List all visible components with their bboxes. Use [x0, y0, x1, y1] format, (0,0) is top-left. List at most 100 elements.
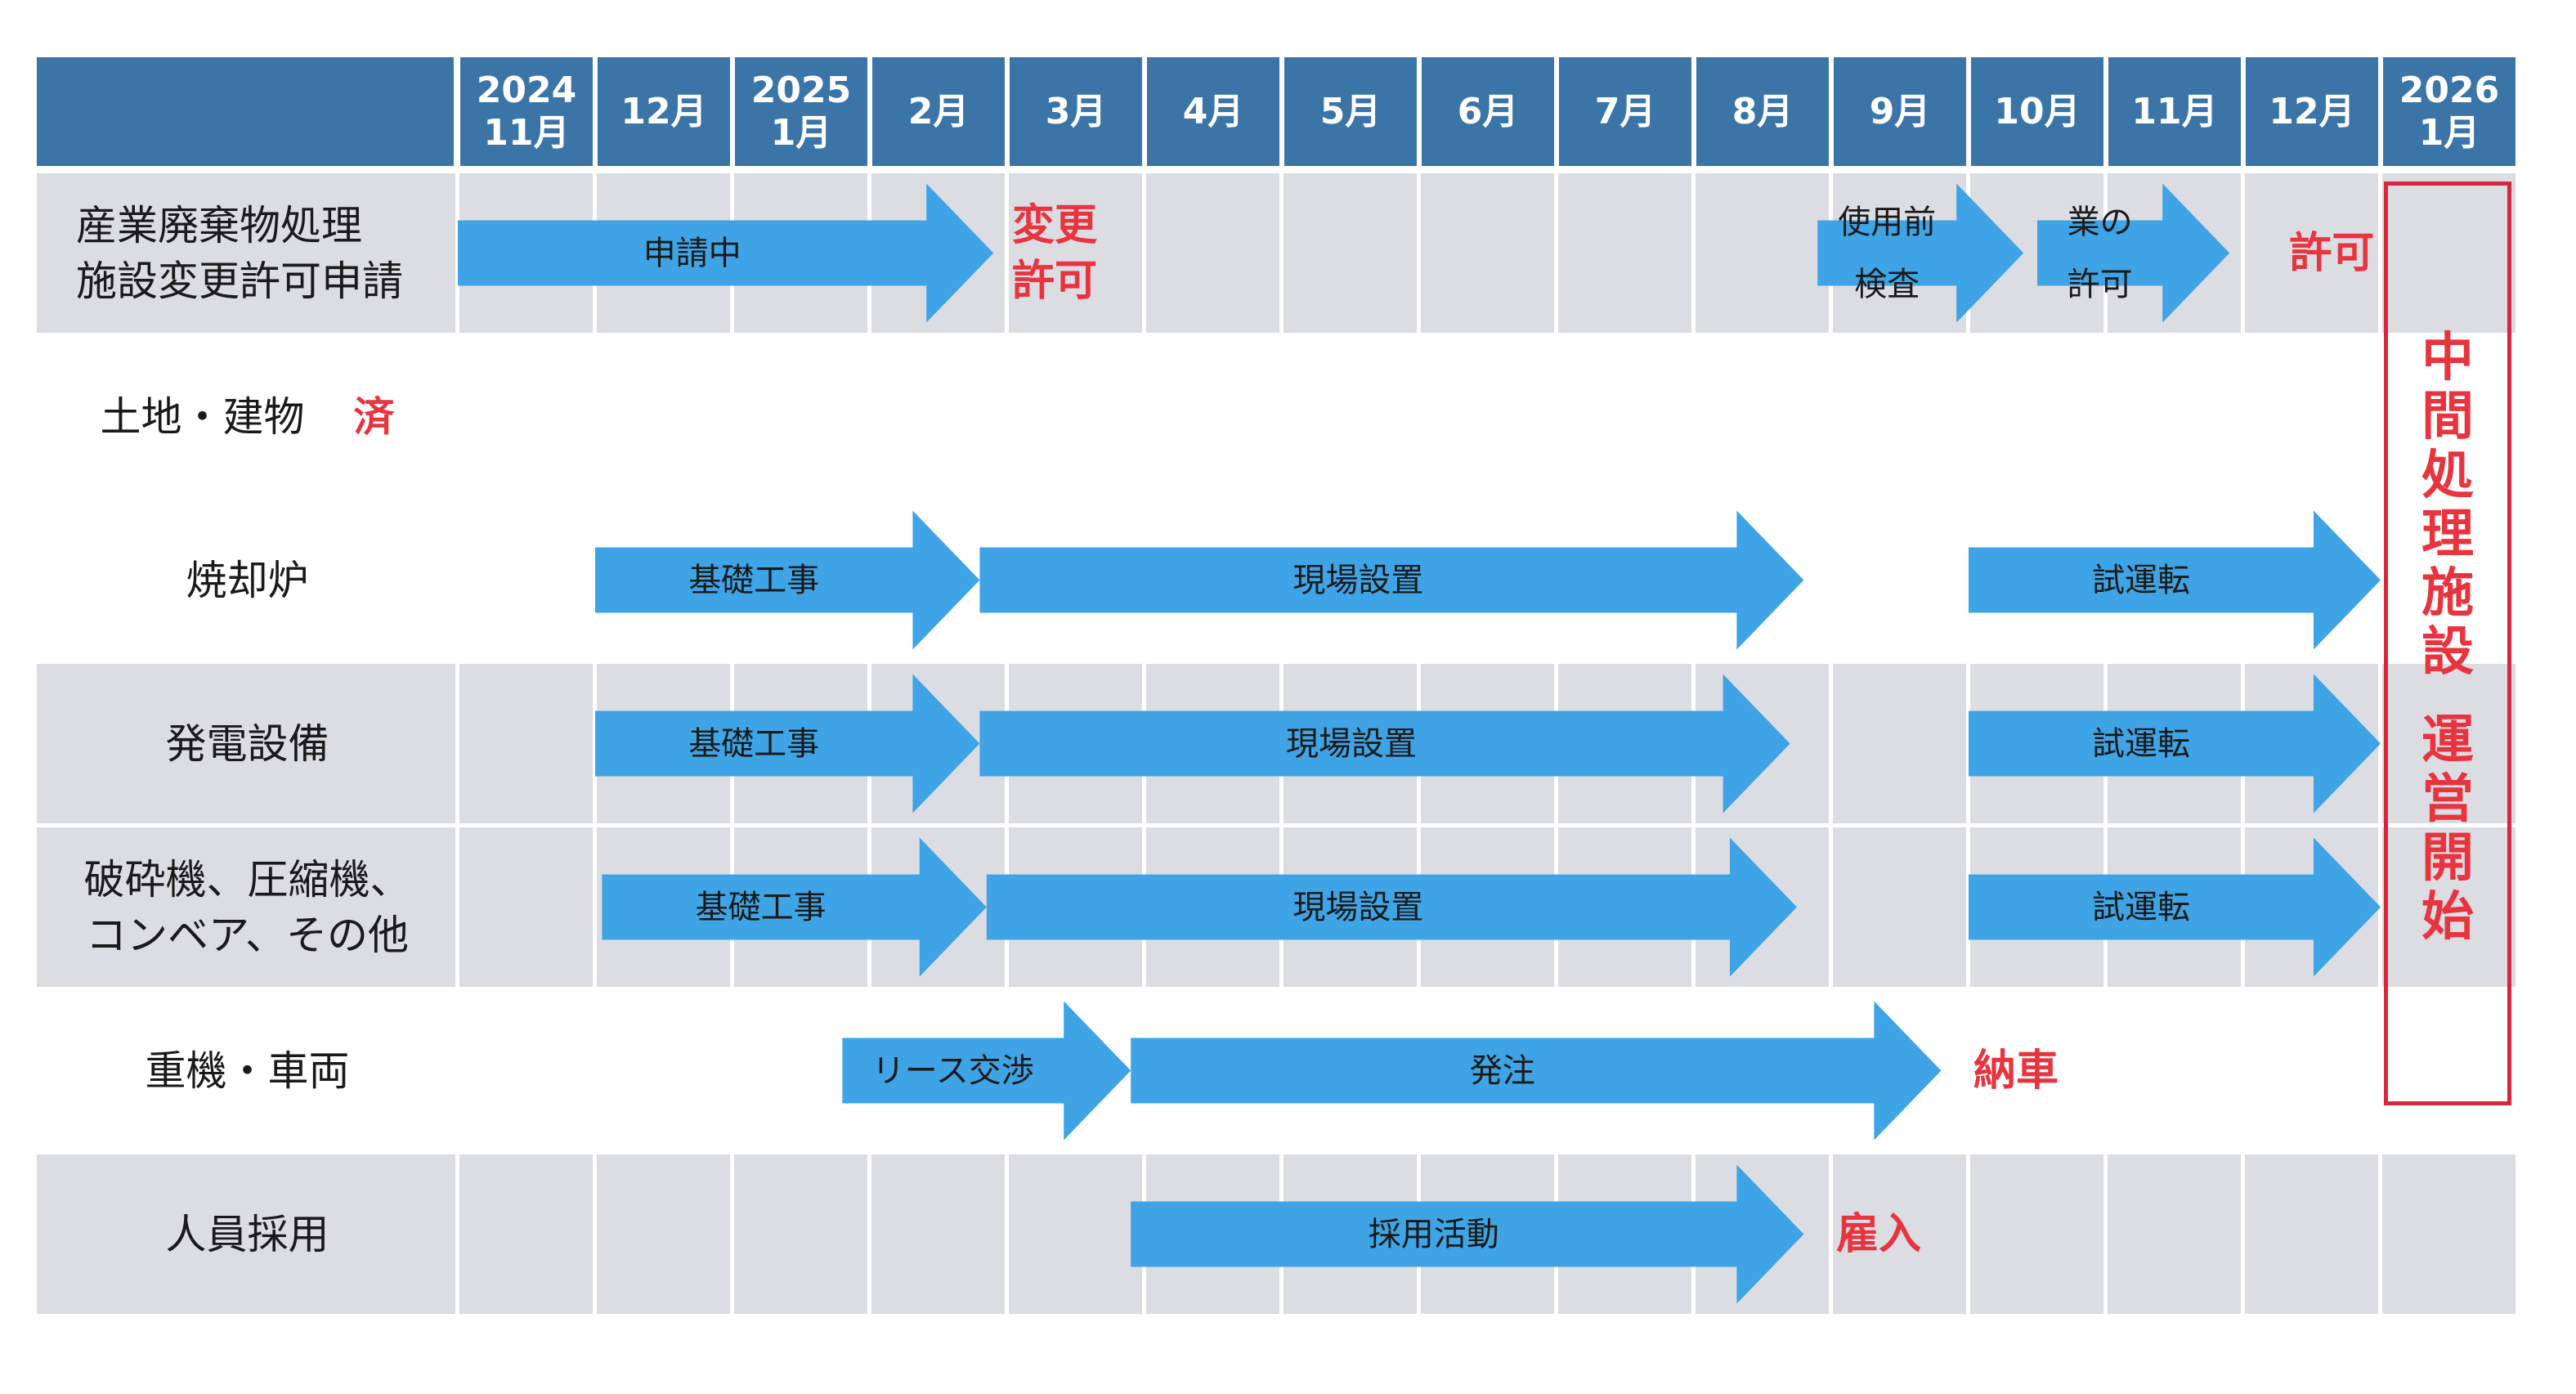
row-label: 土地・建物済 [37, 337, 458, 496]
task-label-line: 検査 [1854, 265, 1920, 303]
month-header-month: 12月 [620, 90, 707, 132]
month-header-cell: 3月 [1010, 57, 1142, 166]
month-header-cell: 11月 [2108, 57, 2241, 166]
operation-start-char: 開 [2421, 828, 2474, 889]
month-header-month: 2月 [907, 90, 970, 132]
operation-start-text: 中間処理施設運営開始 [2415, 329, 2480, 947]
milestone-note: 許可 [2289, 226, 2374, 281]
task-arrow [595, 510, 980, 650]
task-label: 試運転 [1969, 675, 2314, 814]
operation-start-char: 施 [2421, 563, 2474, 624]
month-header-month: 5月 [1319, 90, 1382, 132]
task-label-line: 試運転 [2092, 561, 2190, 599]
task-label-line: 現場設置 [1292, 888, 1424, 926]
grid-line [1005, 173, 1009, 333]
grid-line [867, 1154, 871, 1314]
task-label: 基礎工事 [595, 511, 912, 650]
month-header-year: 2025 [750, 69, 852, 111]
grid-line [1966, 664, 1970, 823]
task-label: 発注 [1131, 1002, 1874, 1141]
grid-line [1829, 664, 1833, 823]
milestone-note-line: 納車 [1973, 1046, 2059, 1096]
task-label-line: 現場設置 [1285, 724, 1417, 763]
task-label: 試運転 [1969, 511, 2314, 650]
task-label-line: 基礎工事 [695, 888, 827, 926]
month-header-cell: 10月 [1971, 57, 2103, 166]
month-header-month: 1月 [2418, 111, 2480, 154]
milestone-note-line: 許可 [1012, 256, 1098, 306]
task-label-line: 申請中 [643, 234, 741, 272]
task-arrow [986, 837, 1797, 977]
task-label: 現場設置 [987, 838, 1730, 977]
grid-line [2516, 173, 2520, 333]
row-label-line: コンベア、その他 [86, 911, 409, 959]
task-label-line: 業の [2067, 203, 2133, 241]
task-arrow [1817, 183, 2024, 323]
task-label: リース交渉 [842, 1002, 1064, 1141]
grid-line [2241, 1154, 2245, 1314]
row-label: 産業廃棄物処理施設変更許可申請 [37, 173, 458, 333]
grid-line [2516, 1154, 2520, 1314]
task-label-line: 使用前 [1838, 203, 1937, 241]
grid-line [2103, 1154, 2108, 1314]
task-arrow [979, 510, 1804, 650]
grid-line [1554, 173, 1558, 333]
grid-line [2241, 173, 2245, 333]
task-label: 申請中 [458, 184, 926, 323]
row-label-line: 土地・建物 [100, 392, 305, 441]
task-arrow [1131, 1164, 1804, 1304]
task-label-line: 採用活動 [1368, 1215, 1499, 1253]
milestone-note-line: 許可 [2289, 228, 2375, 278]
grid-line [593, 664, 597, 823]
grid-line [1005, 1154, 1009, 1314]
grid-line [2516, 827, 2520, 987]
grid-line [1417, 173, 1421, 333]
month-header-cell: 5月 [1284, 57, 1417, 166]
grid-line [730, 1154, 734, 1314]
task-arrow [595, 674, 980, 814]
grid-line [2378, 1154, 2382, 1314]
task-label: 基礎工事 [595, 675, 912, 814]
row-label-line: 施設変更許可申請 [76, 257, 403, 305]
operation-start-char: 設 [2421, 622, 2474, 683]
grid-line [2516, 664, 2520, 823]
header-corner [37, 57, 454, 166]
month-header-month: 8月 [1732, 90, 1794, 132]
grid-line [593, 1154, 597, 1314]
milestone-note: 雇入 [1836, 1207, 1921, 1262]
month-header-month: 7月 [1594, 90, 1656, 132]
task-label: 基礎工事 [602, 838, 919, 977]
month-header-month: 6月 [1457, 90, 1519, 132]
row-label-line: 人員採用 [165, 1210, 329, 1258]
month-header-cell: 4月 [1147, 57, 1279, 166]
row-label-line: 産業廃棄物処理 [76, 201, 362, 249]
task-label-line: 試運転 [2092, 888, 2190, 926]
row-label-line: 焼却炉 [186, 556, 309, 604]
milestone-note: 変更許可 [1012, 198, 1097, 309]
month-header-month: 1月 [770, 111, 832, 154]
month-header-cell: 6月 [1422, 57, 1554, 166]
month-header-month: 9月 [1869, 90, 1931, 132]
task-arrow [1969, 510, 2381, 650]
task-arrow [602, 837, 987, 977]
month-header-month: 11月 [483, 111, 570, 154]
grid-line [455, 173, 459, 333]
grid-line [455, 1154, 459, 1314]
grid-line [1142, 173, 1146, 333]
grid-line [1279, 173, 1284, 333]
month-header-cell: 2月 [872, 57, 1005, 166]
row-label-line: 破砕機、圧縮機、 [83, 855, 411, 903]
operation-start-box [2384, 182, 2511, 1105]
row-label: 人員採用 [37, 1154, 458, 1314]
row-band [37, 337, 2518, 496]
task-arrow [2037, 183, 2230, 323]
grid-line [1691, 173, 1696, 333]
task-arrow [1969, 674, 2381, 814]
task-label: 現場設置 [979, 511, 1736, 650]
month-header-cell: 12月 [598, 57, 730, 166]
month-header-cell: 8月 [1696, 57, 1829, 166]
operation-start-char: 理 [2421, 504, 2474, 565]
